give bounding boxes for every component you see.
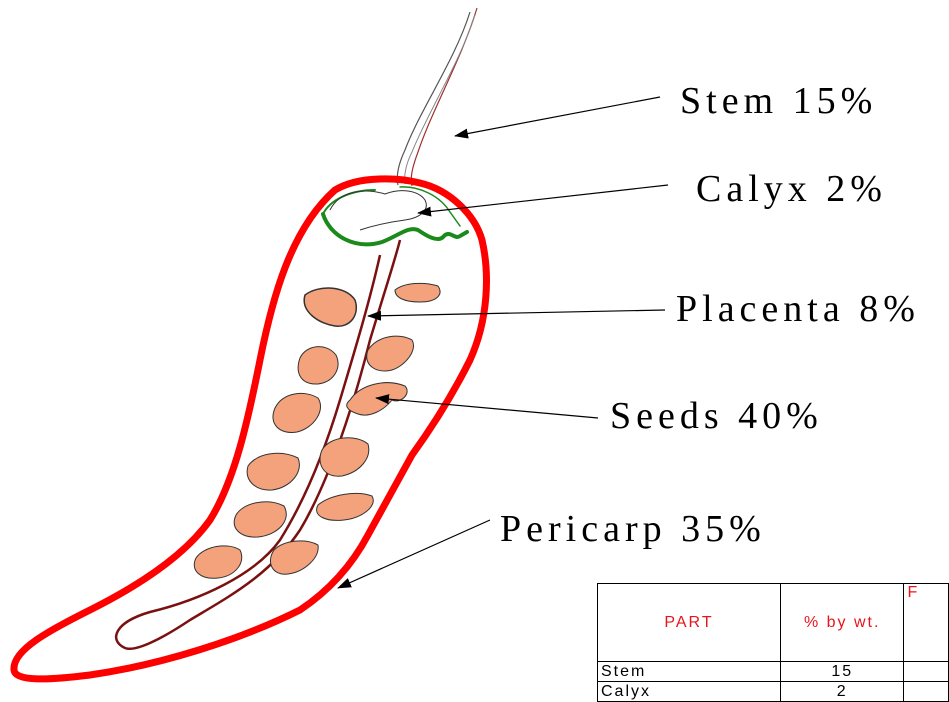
stem-label: Stem 15% [680, 82, 877, 120]
pericarp-outline [14, 179, 487, 679]
table-header-row: PART % by wt. F [598, 584, 949, 662]
seed [194, 546, 241, 578]
seed [270, 541, 318, 574]
cell-extra [904, 662, 949, 682]
seed [234, 502, 286, 537]
seed [320, 438, 369, 476]
cell-pct: 2 [781, 682, 904, 702]
cell-part: Stem [598, 662, 781, 682]
calyx-label: Calyx 2% [696, 170, 887, 208]
seed [317, 493, 374, 520]
table-row: Stem 15 [598, 662, 949, 682]
stem [397, 8, 477, 186]
pericarp-arrow [338, 520, 490, 588]
stem-arrow [455, 97, 660, 136]
seeds-arrow [376, 398, 598, 418]
cell-extra [904, 682, 949, 702]
seed [304, 288, 356, 326]
seed [347, 383, 407, 415]
seed [367, 336, 414, 371]
cell-pct: 15 [781, 662, 904, 682]
seeds-label: Seeds 40% [610, 397, 823, 435]
composition-table: PART % by wt. F Stem 15 Calyx 2 [597, 583, 949, 702]
table-row: Calyx 2 [598, 682, 949, 702]
col-header-pct: % by wt. [781, 584, 904, 662]
seed [298, 347, 338, 384]
seed [395, 283, 440, 302]
seed [273, 393, 321, 432]
pericarp-label: Pericarp 35% [500, 510, 766, 548]
col-header-extra: F [904, 584, 949, 662]
seed [247, 453, 299, 490]
placenta-label: Placenta 8% [676, 290, 920, 328]
cell-part: Calyx [598, 682, 781, 702]
col-header-part: PART [598, 584, 781, 662]
placenta-arrow [368, 310, 665, 316]
seeds [194, 283, 440, 578]
